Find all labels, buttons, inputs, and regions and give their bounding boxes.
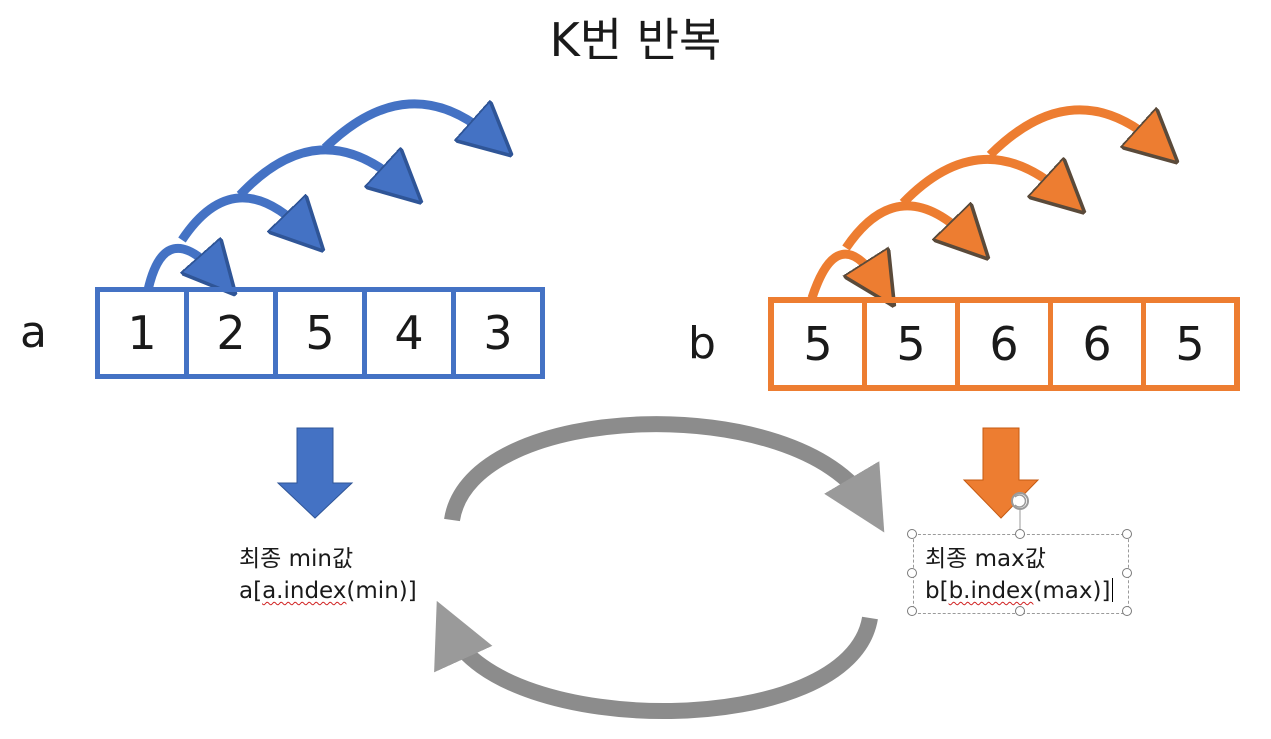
array-a-cell: 4 — [367, 292, 456, 374]
resize-handle[interactable] — [907, 529, 917, 539]
array-b-cell: 5 — [774, 303, 867, 385]
page-title: K번 반복 — [549, 13, 722, 67]
resize-handle[interactable] — [907, 568, 917, 578]
resize-handle[interactable] — [1122, 529, 1132, 539]
blue-jump-arrow-1 — [143, 248, 218, 290]
result-b-suffix: (max)] — [1033, 578, 1111, 604]
orange-jump-arrow-1 — [807, 254, 880, 298]
orange-jump-arrow-3 — [899, 154, 1065, 203]
result-b-spellcheck-text: b.index — [948, 578, 1034, 604]
blue-jump-arrows — [143, 99, 492, 290]
orange-jump-arrows — [807, 105, 1158, 298]
result-b-line1: 최종 max값 — [925, 546, 1046, 572]
orange-jump-arrow-4 — [986, 105, 1158, 155]
resize-handle[interactable] — [1015, 606, 1025, 616]
array-a-label: a — [20, 307, 47, 358]
result-a-line1: 최종 min값 — [239, 546, 354, 572]
array-b-cell: 6 — [1053, 303, 1146, 385]
resize-handle[interactable] — [1015, 529, 1025, 539]
text-cursor — [1112, 578, 1114, 602]
array-b: 5 5 6 6 5 — [768, 297, 1240, 391]
result-a-textbox[interactable]: 최종 min값 a[a.index(min)] — [239, 543, 417, 607]
resize-handle[interactable] — [907, 606, 917, 616]
blue-jump-arrow-3 — [236, 145, 402, 195]
blue-jump-arrow-4 — [321, 99, 492, 148]
gray-curved-arrow-top — [444, 416, 885, 533]
result-a-suffix: (min)] — [346, 578, 417, 604]
result-b-textbox[interactable]: 최종 max값 b[b.index(max)] — [925, 543, 1114, 607]
blue-jump-arrow-2 — [178, 193, 305, 240]
array-a-cell: 5 — [278, 292, 367, 374]
result-a-spellcheck-text: a.index — [262, 578, 347, 604]
array-b-cell: 6 — [960, 303, 1053, 385]
array-a: 1 2 5 4 3 — [95, 287, 545, 379]
result-a-prefix: a[ — [239, 578, 263, 604]
array-b-cell: 5 — [867, 303, 960, 385]
orange-jump-arrow-2 — [842, 201, 970, 248]
array-b-label: b — [688, 318, 716, 369]
result-a-line2: a[a.index(min)] — [239, 575, 417, 607]
resize-handle[interactable] — [1122, 606, 1132, 616]
result-b-line2: b[b.index(max)] — [925, 575, 1114, 607]
blue-down-arrow — [276, 427, 354, 519]
array-b-cell: 5 — [1175, 317, 1205, 371]
result-b-prefix: b[ — [925, 578, 949, 604]
array-a-cell: 3 — [483, 306, 513, 360]
rotate-handle-icon[interactable] — [1011, 492, 1029, 533]
resize-handle[interactable] — [1122, 568, 1132, 578]
array-a-cell: 2 — [189, 292, 278, 374]
array-a-cell: 1 — [100, 292, 189, 374]
gray-curved-arrow-bottom — [434, 600, 878, 720]
